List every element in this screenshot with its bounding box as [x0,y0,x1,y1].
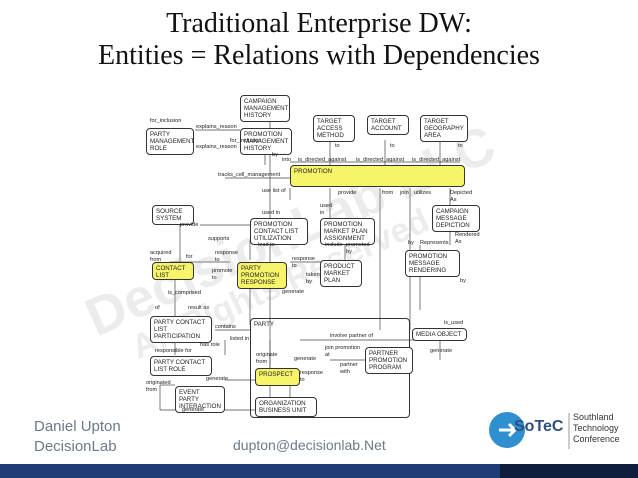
entity-target-geography-area: TARGET GEOGRAPHY AREA [420,115,468,142]
rel-used-in-1: used in [262,210,281,216]
entity-party-contact-list-participation: PARTY CONTACT LIST PARTICIPATION [150,316,212,343]
rel-by-3: by [460,278,466,284]
rel-rendered-as: Rendered As [455,232,480,245]
rel-promoted-by: promoted by [346,242,370,255]
entity-prospect: PROSPECT [255,368,300,386]
entity-campaign-management-history: CAMPAIGN MANAGEMENT HISTORY [240,95,290,122]
rel-response-to-3: response to [300,370,324,383]
rel-of: of [155,305,160,311]
rel-lead-to: lead to [258,242,275,248]
rel-from: from [382,190,394,196]
rel-partner-with: partner with [340,362,358,375]
rel-is-directed-against-1: is_directed_against [298,157,347,163]
entity-promotion-contact-list-utilization: PROMOTION CONTACT LIST UTILIZATION [250,218,308,245]
entity-target-account: TARGET ACCOUNT [367,115,409,135]
rel-explains-reason-1: explains_reason [196,124,237,130]
logo-line-2: Technology [573,423,619,433]
rel-represents: Represents [420,240,449,246]
rel-involve-partner-of: involve partner of [330,333,373,339]
rel-result-as: result as [188,305,210,311]
footer-organization: DecisionLab [34,438,117,455]
rel-has-role: has role [200,342,220,348]
rel-generate-3: generate [430,348,453,354]
bottom-bar [0,464,638,478]
rel-utilizes: utilizes [414,190,432,196]
logo-mark-text: SoTeC [514,418,564,435]
entity-product-market-plan: PRODUCT MARKET PLAN [320,260,362,287]
rel-for-1: for [186,254,193,260]
slide-title-line-1: Traditional Enterprise DW: [166,8,472,39]
rel-join: join [400,190,409,196]
rel-generate-5: generate [182,407,205,413]
entity-media-object: MEDIA OBJECT [412,328,467,341]
rel-join-promotion-at: join promotion at [325,345,361,358]
bottom-bar-accent [500,464,638,478]
rel-explains-reason-2: explains_reason [196,144,237,150]
rel-to-3: to [458,143,463,149]
entity-promotion-message-rendering: PROMOTION MESSAGE RENDERING [405,250,460,277]
rel-responsible-for: responsible for [155,348,192,354]
rel-include: include [325,242,343,248]
entity-promotion: PROMOTION [290,165,465,187]
rel-generate-4: generate [206,376,229,382]
entity-organization-business-unit: ORGANIZATION BUSINESS UNIT [255,397,317,417]
rel-is-directed-against-2: is_directed_against [356,157,405,163]
rel-used-in-2: used in [320,203,333,216]
rel-generate-2: generate [294,356,317,362]
entity-target-access-method: TARGET ACCESS METHOD [313,115,355,142]
rel-listed-in: listed in [230,336,249,342]
rel-originated-from: originated from [146,380,171,393]
rel-is-directed-against-3: is_directed_against [412,157,461,163]
rel-by-2: by [408,240,414,246]
rel-to-2: to [390,143,395,149]
rel-is-comprised: is_comprised [168,290,201,296]
entity-campaign-message-depiction: CAMPAIGN MESSAGE DEPICTION [432,205,480,232]
rel-originate-from: originate from [256,352,278,365]
entity-contact-list: CONTACT LIST [152,262,194,280]
rel-supports: supports [208,236,230,242]
rel-to-1: to [335,143,340,149]
rel-use-list-of: use list of [262,188,286,194]
footer-email: dupton@decisionlab.Net [233,437,386,453]
rel-generate-1: generate [282,289,305,295]
logo-line-1: Southland [573,412,614,422]
rel-by-1: by [272,152,278,158]
slide-title-line-2: Entities = Relations with Dependencies [98,40,540,71]
entity-promotion-management-history: PROMOTION MANAGEMENT HISTORY [240,128,292,155]
rel-provide-2: provide [180,222,199,228]
footer-author-name: Daniel Upton [34,418,121,435]
rel-depicted-as: Depicted As [450,190,473,203]
entity-party-promotion-response: PARTY PROMOTION RESPONSE [237,262,287,289]
logo-line-3: Conference [573,434,620,444]
rel-response-to-1: response to [215,250,239,263]
rel-contains: contains [215,324,236,330]
entity-partner-promotion-program: PARTNER PROMOTION PROGRAM [365,347,413,374]
sotec-logo-icon [489,412,570,449]
rel-into: into [282,157,292,163]
rel-provide-1: provide [338,190,357,196]
rel-acquired-from: acquired from [150,250,172,263]
rel-response-to-2: response to [292,256,316,269]
rel-for-inclusion-1: for_inclusion [150,118,182,124]
rel-is-used: is_used [444,320,464,326]
entity-source-system: SOURCE SYSTEM [152,205,194,225]
rel-promote-to: promote to [212,268,233,281]
entity-party-contact-list-role: PARTY CONTACT LIST ROLE [150,356,212,376]
entity-party-management-role: PARTY MANAGEMENT ROLE [146,128,194,155]
rel-taken-by: taken by [306,272,320,285]
rel-tracks-cell-management: tracks_cell_management [218,172,281,178]
entity-event-party-interaction: EVENT PARTY INTERACTION [175,386,225,413]
rel-for-inclusion-2: for_inclusion [230,138,262,144]
entity-promotion-market-plan-assignment: PROMOTION MARKET PLAN ASSIGNMENT [320,218,375,245]
